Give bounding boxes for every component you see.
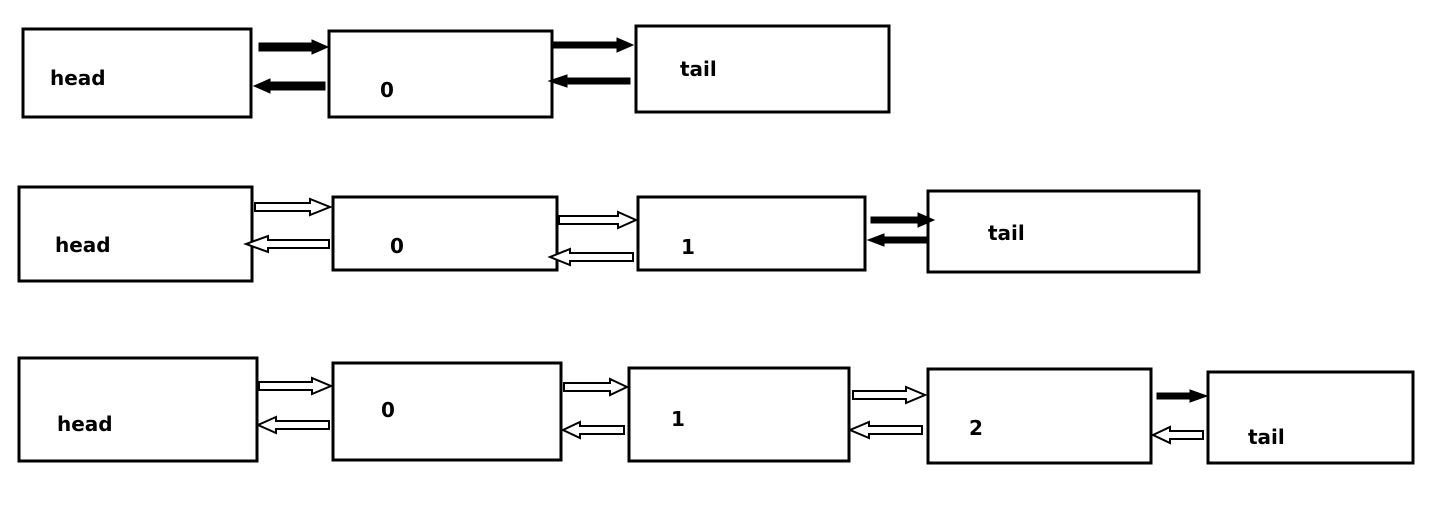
node-label: 2 (969, 416, 983, 440)
prev-arrow (255, 415, 330, 435)
node-box (926, 367, 1153, 465)
prev-arrow (847, 420, 923, 440)
prev-arrow (252, 78, 326, 94)
next-arrow (254, 197, 333, 217)
node-box (634, 24, 891, 114)
next-arrow (563, 377, 630, 397)
node-label: head (50, 66, 106, 90)
node-box (17, 356, 259, 463)
node-box (926, 189, 1201, 274)
next-arrow (258, 39, 330, 55)
node-box (1206, 370, 1415, 465)
node-label: 1 (671, 407, 685, 431)
node-label: 0 (381, 398, 395, 422)
next-arrow (258, 376, 334, 396)
node-box (327, 29, 554, 119)
next-arrow (870, 212, 936, 228)
node-label: tail (988, 221, 1025, 245)
prev-arrow (866, 233, 927, 247)
prev-arrow (1150, 425, 1204, 445)
node-box (636, 195, 867, 272)
node-box (21, 27, 253, 119)
row-1: head 0 tail (21, 24, 891, 119)
node-box (17, 185, 254, 283)
node-label: tail (1248, 425, 1285, 449)
node-label: head (55, 233, 111, 257)
row-2: head 0 1 tail (17, 185, 1201, 283)
node-label: 0 (380, 78, 394, 102)
prev-arrow (547, 74, 631, 88)
node-label: head (57, 412, 113, 436)
node-label: 0 (390, 234, 404, 258)
node-box (331, 361, 563, 462)
node-box (627, 366, 851, 463)
node-box (331, 195, 559, 272)
prev-arrow (547, 247, 634, 267)
next-arrow (1156, 389, 1209, 403)
prev-arrow (560, 420, 625, 440)
row-3: head 0 1 2 tail (17, 356, 1415, 465)
node-label: tail (680, 57, 717, 81)
next-arrow (553, 37, 635, 53)
node-label: 1 (681, 235, 695, 259)
next-arrow (852, 385, 928, 405)
prev-arrow (243, 234, 330, 254)
next-arrow (558, 210, 639, 230)
